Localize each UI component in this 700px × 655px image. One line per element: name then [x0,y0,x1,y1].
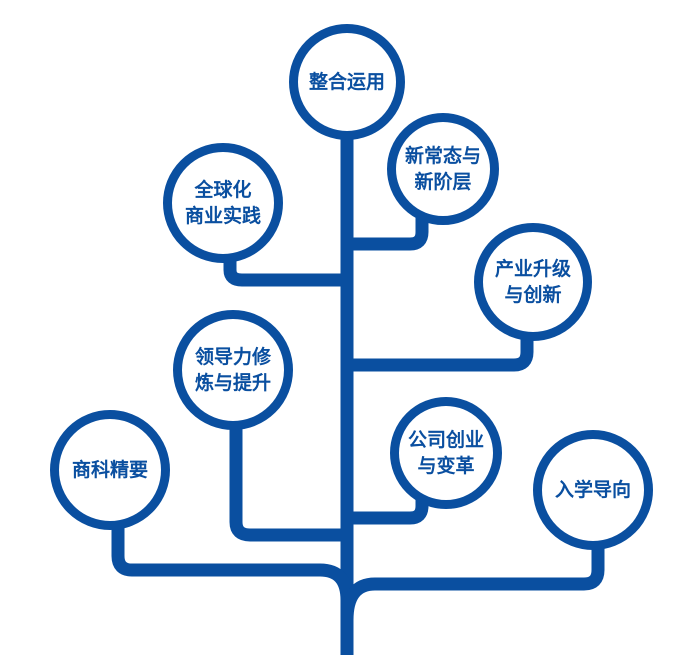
node-label: 整合运用 [308,71,385,93]
branch-business-essentials [111,520,354,601]
node-label: 新常态与 新阶层 [404,145,481,193]
node-orientation: 入学导向 [533,430,653,550]
node-new-normal: 新常态与 新阶层 [387,113,499,225]
node-business-essentials: 商科精要 [50,410,170,530]
node-global-business: 全球化 商业实践 [163,143,283,263]
node-label: 商科精要 [71,459,148,481]
node-label: 产业升级 与创新 [494,258,571,306]
node-corporate-venture: 公司创业 与变革 [390,397,502,509]
branch-orientation [340,540,605,621]
node-integration: 整合运用 [289,24,405,140]
branch-corporate-venture [347,499,429,525]
node-leadership: 领导力修 炼与提升 [173,310,293,430]
node-industry-upgrade: 产业升级 与创新 [474,223,592,341]
branch-new-normal [347,215,429,251]
branch-industry-upgrade [347,330,534,372]
branch-global-business [223,255,347,287]
node-label: 全球化 商业实践 [184,179,261,227]
node-label: 公司创业 与变革 [407,429,484,477]
branch-leadership [229,420,347,542]
node-label: 领导力修 炼与提升 [194,346,271,394]
node-label: 入学导向 [554,479,631,501]
